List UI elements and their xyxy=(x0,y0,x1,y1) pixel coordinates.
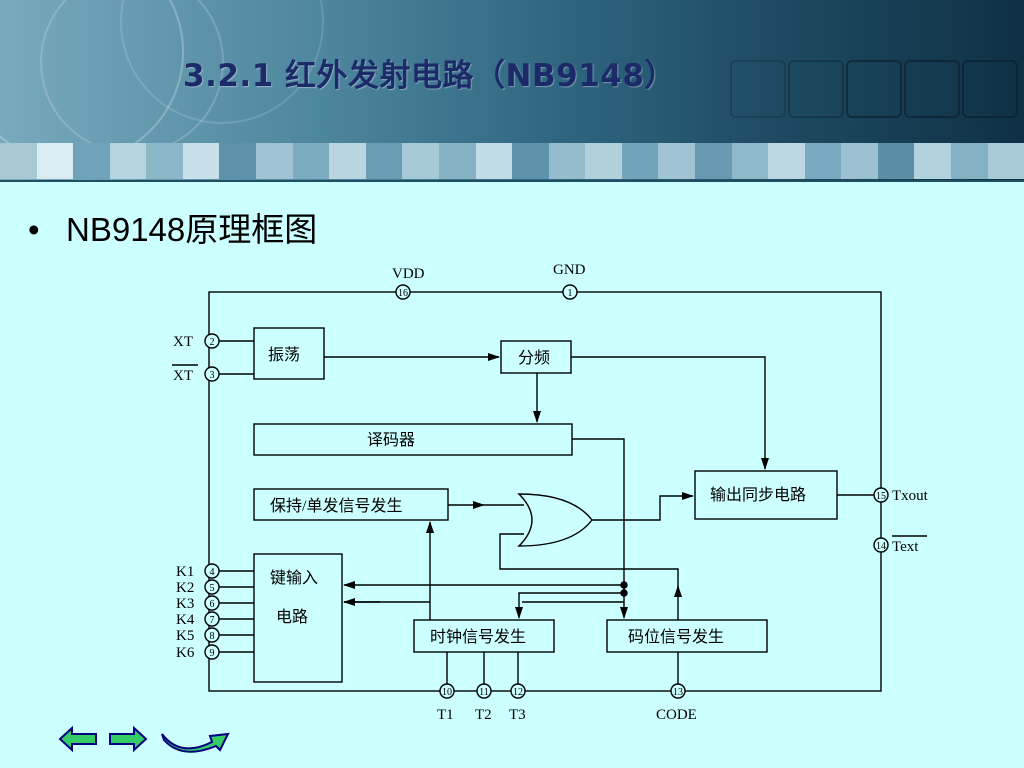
right-arrow-icon xyxy=(109,726,148,752)
pin-number: 2 xyxy=(210,337,215,348)
header-divider xyxy=(0,180,1024,182)
pin-label-k2: K2 xyxy=(176,580,194,596)
output-sync-label: 输出同步电路 xyxy=(710,486,806,504)
pin-label-t3: T3 xyxy=(509,707,526,723)
pin-k1 xyxy=(204,563,220,579)
pin-number: 13 xyxy=(673,687,683,698)
pin-txout xyxy=(873,487,889,503)
pin-number: 15 xyxy=(876,491,886,502)
bullet-text: NB9148原理框图 xyxy=(66,211,318,248)
return-button[interactable] xyxy=(160,728,232,754)
pin-number: 10 xyxy=(442,687,452,698)
pin-number: 14 xyxy=(876,541,886,552)
pin-number: 16 xyxy=(398,288,408,299)
pin-number: 4 xyxy=(210,567,215,578)
pin-label-gnd: GND xyxy=(553,262,586,278)
pin-label-k6: K6 xyxy=(176,645,195,661)
next-slide-button[interactable] xyxy=(108,726,148,752)
bullet-dot: • xyxy=(28,211,40,248)
pin-label-k4: K4 xyxy=(176,612,195,628)
pin-text xyxy=(873,537,889,553)
pin-label-xt-bar: XT xyxy=(173,368,193,384)
decoder-label: 译码器 xyxy=(367,431,415,449)
key-circuit-label: 电路 xyxy=(276,608,308,626)
divider-label: 分频 xyxy=(518,349,550,367)
pin-label-t2: T2 xyxy=(475,707,492,723)
left-arrow-icon xyxy=(58,726,97,752)
pin-number: 5 xyxy=(210,583,215,594)
oscillator-label: 振荡 xyxy=(268,346,300,364)
pin-gnd xyxy=(562,284,578,300)
slide-title: 3.2.1 红外发射电路（NB9148） xyxy=(183,58,676,94)
key-input-label: 键输入 xyxy=(270,569,318,587)
pin-number: 12 xyxy=(513,687,523,698)
pin-number: 9 xyxy=(210,648,215,659)
pin-xt xyxy=(204,333,220,349)
pin-xt-bar xyxy=(204,366,220,382)
pin-number: 7 xyxy=(210,615,215,626)
bullet-item: • NB9148原理框图 xyxy=(28,203,317,251)
oscillator-block xyxy=(253,327,325,380)
pin-label-text: Text xyxy=(892,539,919,555)
pin-t2 xyxy=(476,683,492,699)
pin-t1 xyxy=(439,683,455,699)
previous-slide-button[interactable] xyxy=(58,726,98,752)
pin-label-txout: Txout xyxy=(892,488,929,504)
pin-vdd xyxy=(395,284,411,300)
pin-number: 6 xyxy=(210,599,215,610)
pin-k5 xyxy=(204,627,220,643)
pin-label-k5: K5 xyxy=(176,628,194,644)
pin-k2 xyxy=(204,579,220,595)
pin-code xyxy=(670,683,686,699)
pin-k4 xyxy=(204,611,220,627)
header-tile-strip xyxy=(0,143,1024,179)
or-gate xyxy=(517,493,593,547)
pin-number: 8 xyxy=(210,631,215,642)
clock-generator-label: 时钟信号发生 xyxy=(430,628,526,646)
pin-t3 xyxy=(510,683,526,699)
pin-number: 3 xyxy=(210,370,215,381)
pin-label-k1: K1 xyxy=(176,564,194,580)
pin-k3 xyxy=(204,595,220,611)
return-arrow-icon xyxy=(161,732,230,753)
pin-label-vdd: VDD xyxy=(392,266,425,282)
code-generator-label: 码位信号发生 xyxy=(628,628,724,646)
junction-dot xyxy=(620,589,628,597)
pin-label-t1: T1 xyxy=(437,707,454,723)
key-input-block xyxy=(253,553,343,683)
pin-label-xt: XT xyxy=(173,334,193,350)
code-generator-block xyxy=(606,619,768,653)
slide-header: 3.2.1 红外发射电路（NB9148） xyxy=(0,0,1024,180)
pin-number: 11 xyxy=(479,687,489,698)
junction-dot xyxy=(620,581,628,589)
pin-label-k3: K3 xyxy=(176,596,194,612)
pin-label-code: CODE xyxy=(656,707,697,723)
pin-k6 xyxy=(204,644,220,660)
hold-single-shot-label: 保持/单发信号发生 xyxy=(270,497,402,515)
pin-number: 1 xyxy=(568,288,573,299)
